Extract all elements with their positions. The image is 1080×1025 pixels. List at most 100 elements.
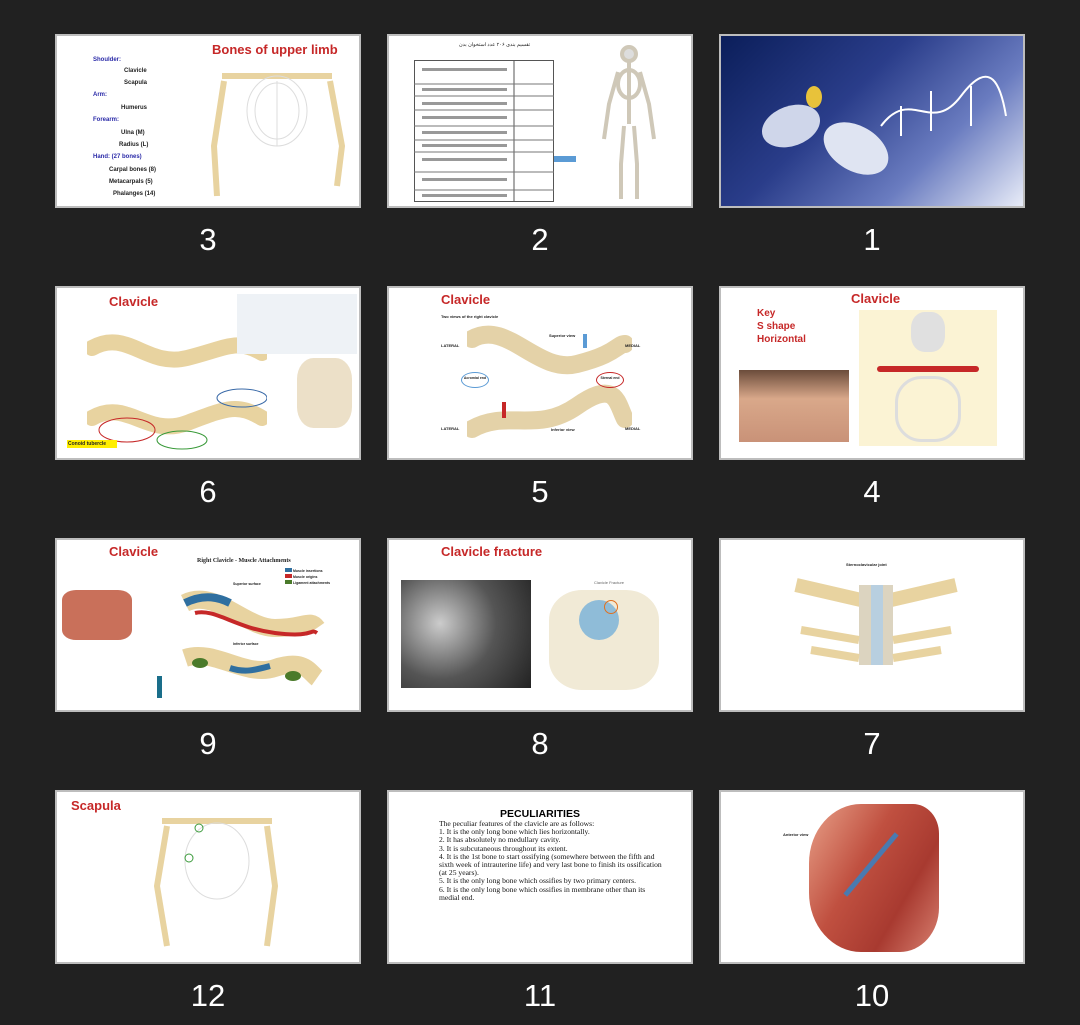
slide-number: 12 [190, 978, 226, 1013]
skeleton-illustration [210, 73, 346, 197]
slide-thumbnail[interactable]: Bones of upper limb Shoulder: Clavicle S… [55, 34, 361, 208]
legend-item: Ligament attachments [292, 581, 331, 585]
label: Sternal end [596, 372, 624, 388]
slide-title: Clavicle [109, 544, 159, 559]
label: S shape [757, 321, 796, 332]
label: Superior surface [233, 582, 261, 586]
slide-6[interactable]: Clavicle Conoid tubercle 6 [55, 286, 361, 514]
slide-thumbnail[interactable]: Clavicle fracture Clavicle Fracture [387, 538, 693, 712]
label: Inferior view [551, 427, 575, 432]
slide-title: Clavicle fracture [441, 544, 543, 559]
slide-11[interactable]: PECULIARITIES The peculiar features of t… [387, 790, 693, 1018]
slide-10[interactable]: Anterior view 10 [719, 790, 1025, 1018]
slide-thumbnail[interactable]: تقسیم بندی ۲۰۶ عدد استخوان بدن [387, 34, 693, 208]
slide-title: Sternoclavicular joint [846, 562, 887, 567]
slide-thumbnail[interactable]: Scapula [55, 790, 361, 964]
muscle-illustration [62, 590, 132, 640]
shoulder-illustration [549, 590, 659, 690]
slide-5[interactable]: Clavicle Two views of the right clavicle… [387, 286, 693, 514]
label: Acromial end [461, 372, 489, 388]
label: Scapula [124, 80, 148, 86]
label: MEDIAL [625, 343, 641, 348]
label: Forearm: [93, 117, 120, 123]
calligraphy-logo [880, 75, 1007, 136]
slide-number: 3 [199, 222, 217, 257]
clavicle-attachments-illustration [180, 590, 325, 686]
sternoclavicular-joint-illustration [794, 578, 958, 665]
slide-number: 5 [531, 474, 549, 509]
slide-title: تقسیم بندی ۲۰۶ عدد استخوان بدن [459, 42, 531, 48]
list-item: 4. It is the 1st bone to start ossifying… [439, 851, 662, 878]
label: Shoulder: [93, 57, 121, 63]
slide-1[interactable]: 1 [719, 34, 1025, 262]
slide-number: 1 [863, 222, 881, 257]
slide-title: Clavicle [851, 291, 901, 306]
label: MEDIAL [625, 426, 641, 431]
legend-item: Muscle insertions [292, 569, 323, 573]
slide-thumbnail[interactable]: PECULIARITIES The peculiar features of t… [387, 790, 693, 964]
list-item: 2. It has absolutely no medullary cavity… [439, 835, 561, 845]
slide-number: 11 [523, 978, 557, 1013]
joint-illustration [237, 294, 357, 354]
subtitle: Right Clavicle - Muscle Attachments [197, 558, 291, 564]
shoulder-illustration [297, 358, 352, 428]
label: Horizontal [757, 334, 806, 345]
label: Inferior surface [233, 642, 259, 646]
neck-photo [739, 370, 849, 442]
skeleton-illustration [602, 45, 656, 199]
skeleton-illustration [153, 818, 279, 947]
list-item: 5. It is the only long bone which ossifi… [439, 876, 636, 886]
arrow-down-icon [583, 334, 587, 348]
slide-4[interactable]: Clavicle Key S shape Horizontal 4 [719, 286, 1025, 514]
slide-2[interactable]: تقسیم بندی ۲۰۶ عدد استخوان بدن 2 [387, 34, 693, 262]
label: Clavicle [124, 68, 147, 74]
label: LATERAL [441, 343, 460, 348]
slide-9[interactable]: Clavicle Right Clavicle - Muscle Attachm… [55, 538, 361, 766]
legend-item: Muscle origins [292, 575, 318, 579]
xray-image [401, 580, 531, 688]
slide-number: 2 [531, 222, 549, 257]
subtitle: Two views of the right clavicle [441, 314, 499, 319]
label: Carpal bones (8) [109, 167, 157, 173]
slide-number: 4 [863, 474, 881, 509]
rosebud-illustration [806, 86, 822, 108]
slide-thumbnail[interactable]: Sternoclavicular joint [719, 538, 1025, 712]
slide-3[interactable]: Bones of upper limb Shoulder: Clavicle S… [55, 34, 361, 262]
slide-number: 7 [863, 726, 881, 761]
label: Arm: [93, 92, 108, 98]
slide-title: Clavicle [109, 294, 159, 309]
bone-table [414, 60, 554, 202]
slide-thumbnail[interactable] [719, 34, 1025, 208]
caption: Clavicle Fracture [594, 580, 625, 585]
slide-number: 8 [531, 726, 549, 761]
slide-thumbnail[interactable]: Clavicle Conoid tubercle [55, 286, 361, 460]
slide-thumbnail[interactable]: Clavicle Two views of the right clavicle… [387, 286, 693, 460]
label: Metacarpals (5) [109, 179, 153, 185]
slide-number: 10 [854, 978, 890, 1013]
slide-12[interactable]: Scapula 12 [55, 790, 361, 1018]
slide-thumbnail[interactable]: Clavicle Key S shape Horizontal [719, 286, 1025, 460]
peculiarities-list: The peculiar features of the clavicle ar… [439, 819, 664, 902]
marker [157, 676, 162, 698]
slide-number: 6 [199, 474, 217, 509]
slide-7[interactable]: Sternoclavicular joint 7 [719, 538, 1025, 766]
slide-title: PECULIARITIES [500, 808, 580, 820]
slide-title: Bones of upper limb [212, 42, 338, 57]
slide-thumbnail[interactable]: Anterior view [719, 790, 1025, 964]
slide-title: Clavicle [441, 292, 491, 307]
intro: The peculiar features of the clavicle ar… [439, 819, 595, 828]
label: LATERAL [441, 426, 460, 431]
slide-title: Scapula [71, 798, 121, 813]
skeleton-illustration [859, 310, 997, 446]
label: Key [757, 308, 776, 319]
list-item: 3. It is subcutaneous throughout its ext… [439, 843, 568, 853]
label: Ulna (M) [121, 130, 145, 136]
arrow-down-icon [502, 402, 506, 418]
highlighted-note: Conoid tubercle [67, 440, 117, 448]
label: Radius (L) [119, 142, 149, 148]
arrow-icon [554, 156, 576, 162]
slide-thumbnail[interactable]: Clavicle Right Clavicle - Muscle Attachm… [55, 538, 361, 712]
muscle-illustration [809, 804, 939, 952]
slide-8[interactable]: Clavicle fracture Clavicle Fracture 8 [387, 538, 693, 766]
slide-title: Anterior view [783, 832, 809, 837]
